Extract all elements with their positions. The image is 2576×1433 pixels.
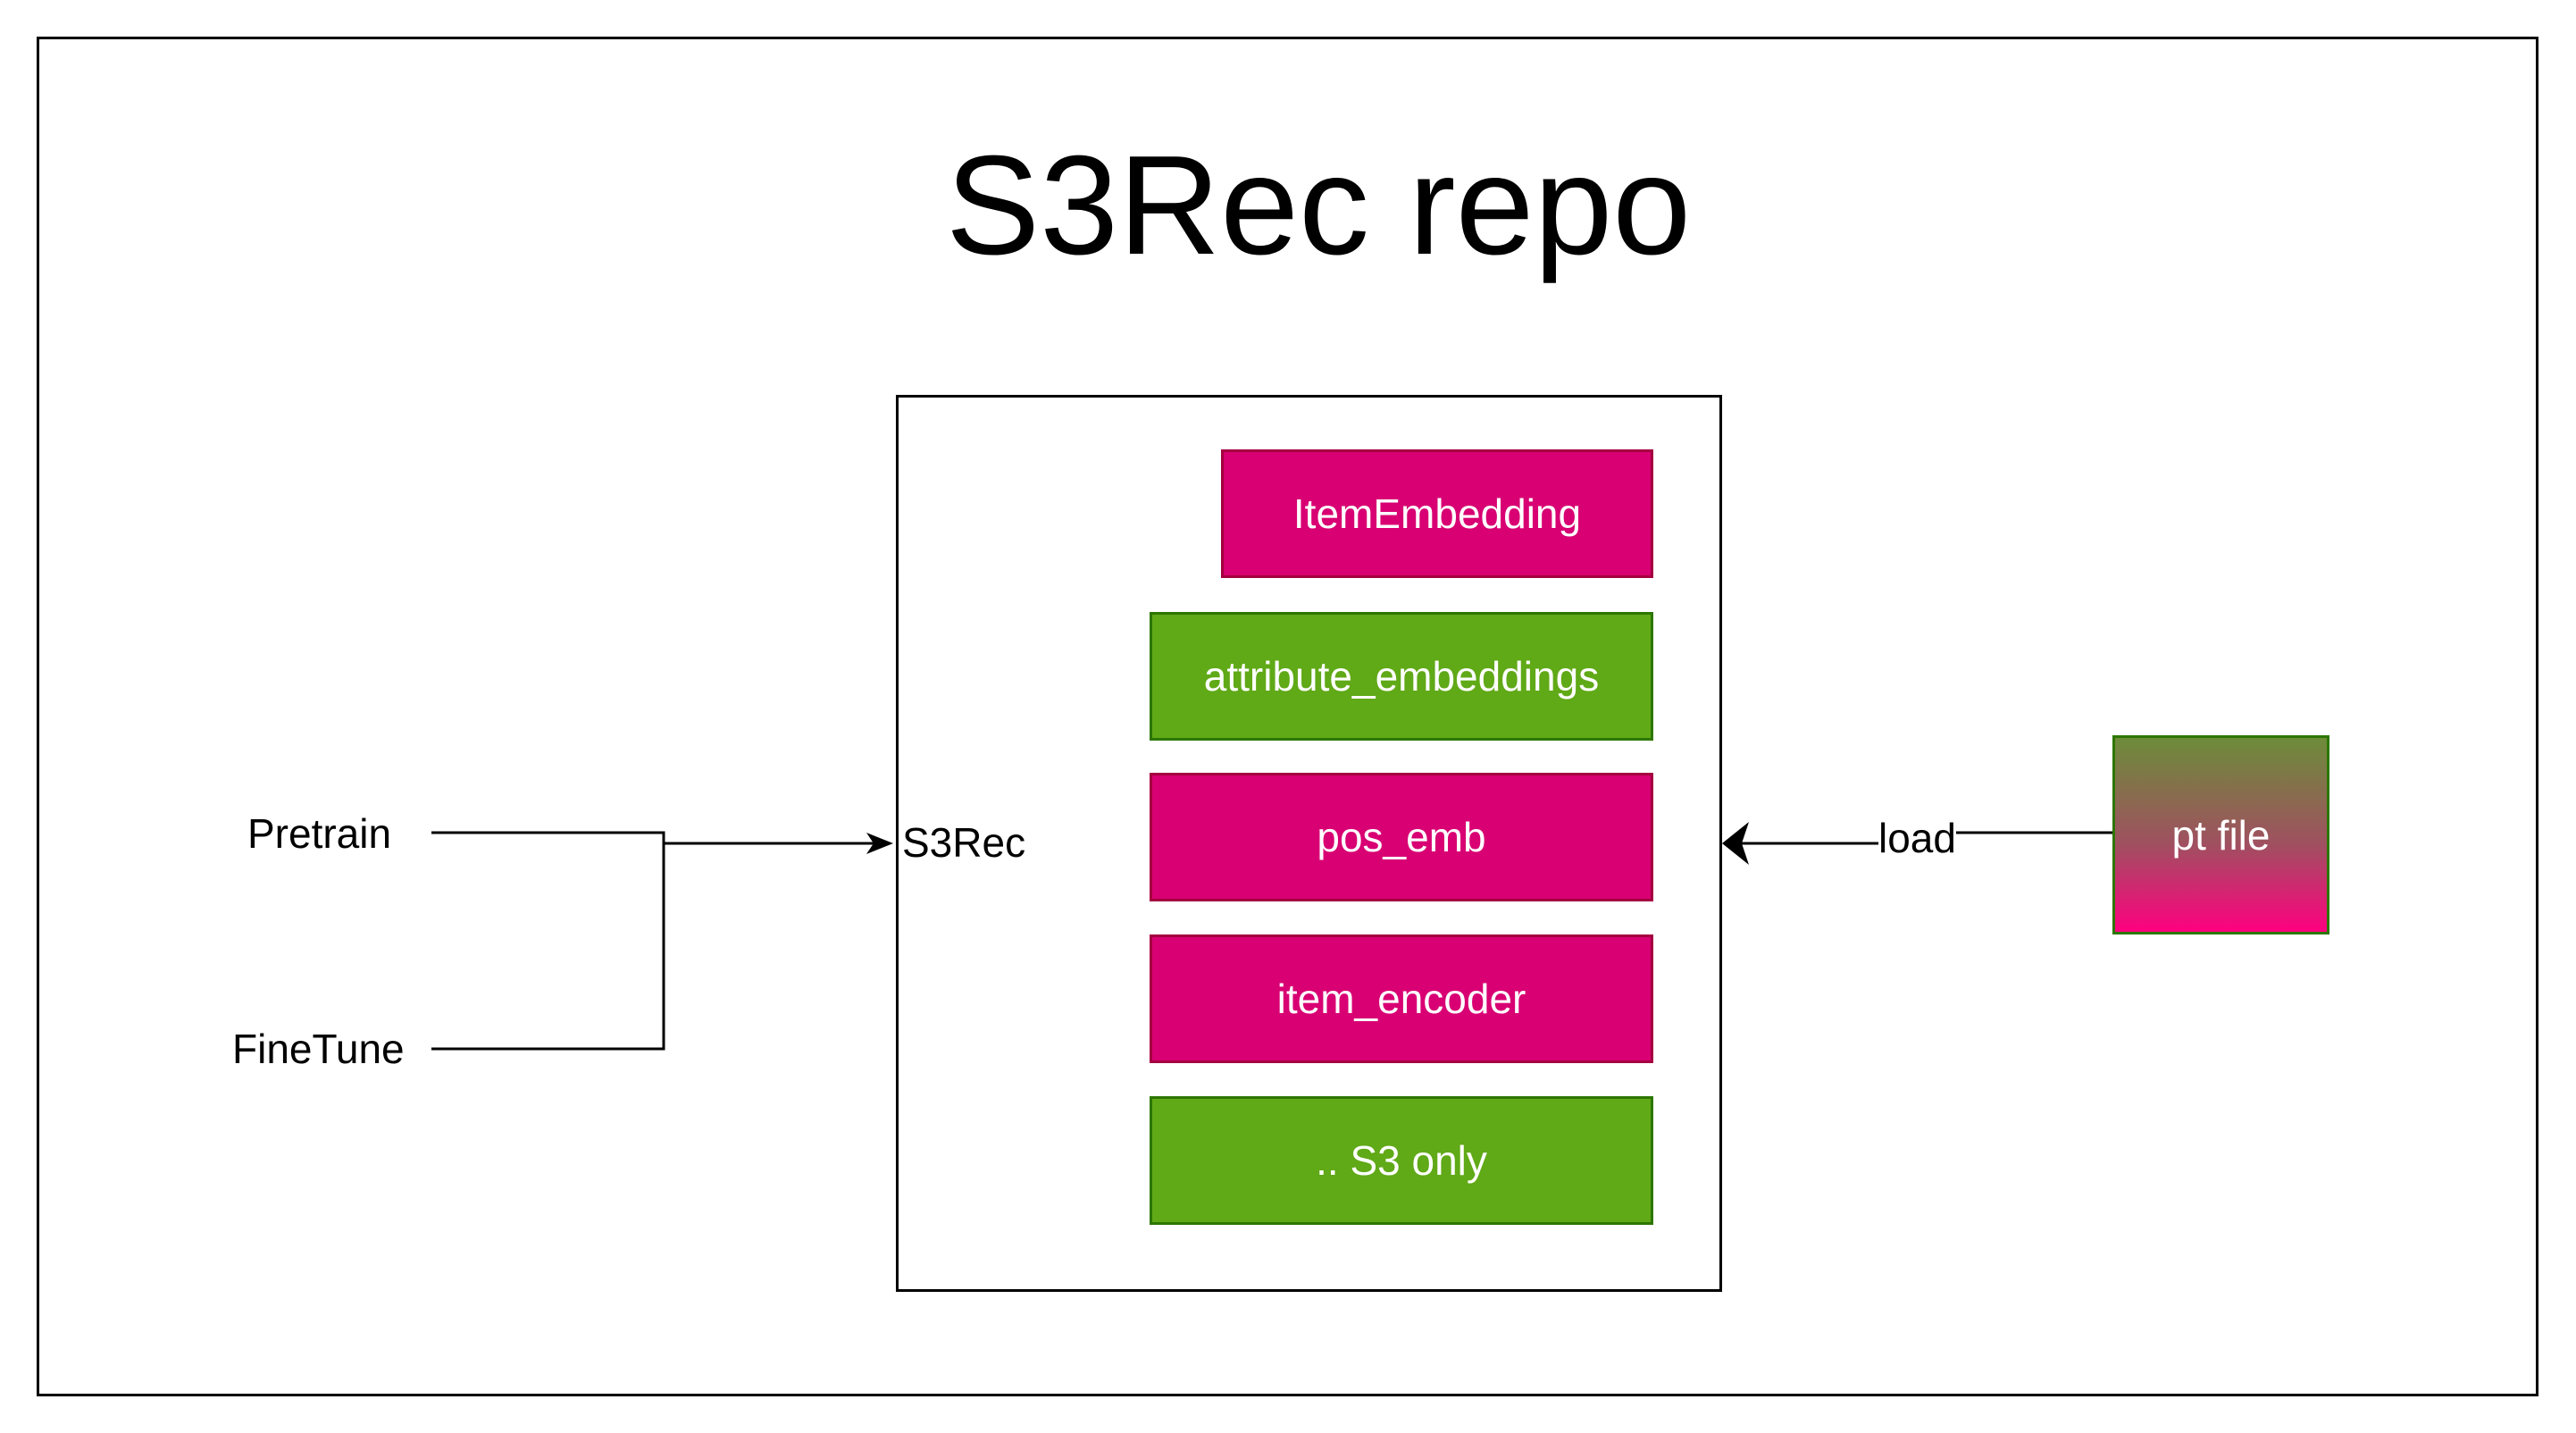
block-item-encoder[interactable]: item_encoder [1150, 934, 1653, 1063]
model-label: S3Rec [902, 819, 1026, 866]
diagram-title: S3Rec repo [945, 127, 1692, 284]
block-attribute-embeddings[interactable]: attribute_embeddings [1150, 612, 1653, 741]
diagram-frame [37, 37, 2538, 1396]
pt-file-node[interactable]: pt file [2112, 735, 2329, 934]
block-s3-only[interactable]: .. S3 only [1150, 1096, 1653, 1225]
s3rec-model-container[interactable]: ItemEmbedding attribute_embeddings pos_e… [896, 395, 1722, 1292]
block-item-embedding[interactable]: ItemEmbedding [1221, 449, 1653, 578]
pretrain-label: Pretrain [247, 810, 392, 857]
load-edge-label: load [1878, 813, 1956, 863]
block-pos-emb[interactable]: pos_emb [1150, 773, 1653, 901]
finetune-label: FineTune [232, 1026, 405, 1072]
